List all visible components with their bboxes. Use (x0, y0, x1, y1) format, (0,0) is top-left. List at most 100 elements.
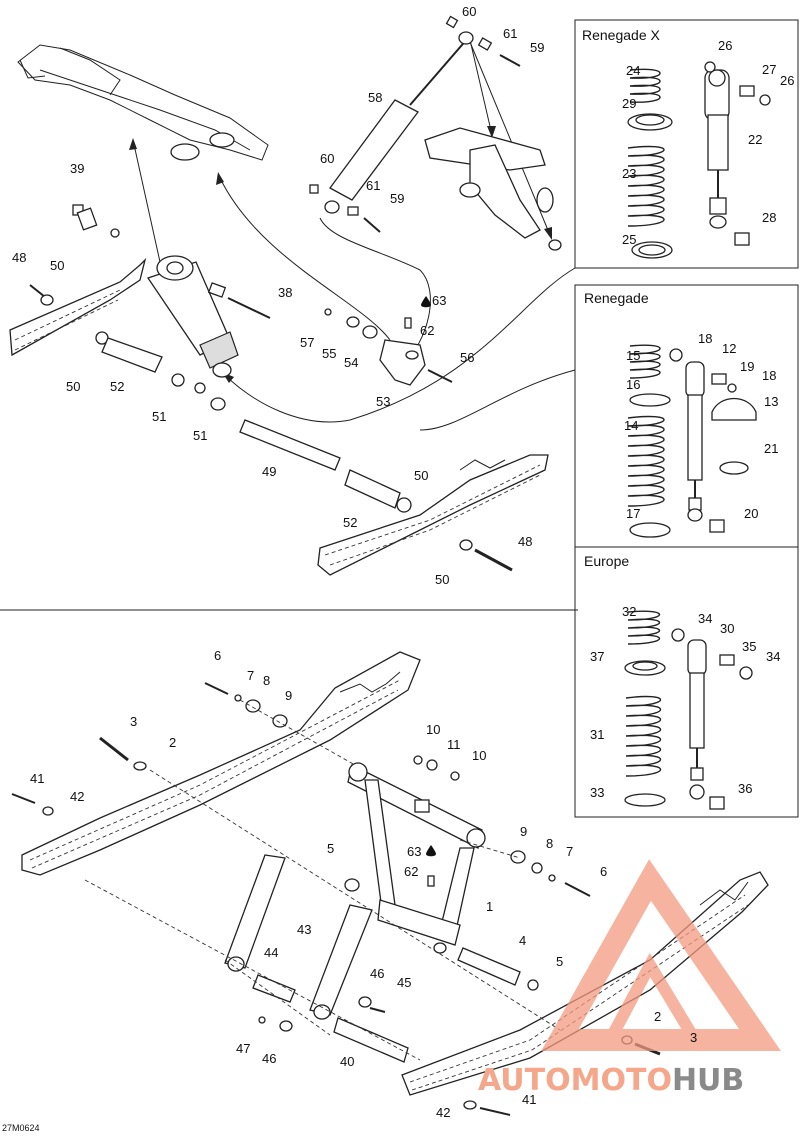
callout: 9 (285, 688, 292, 703)
callout: 61 (366, 178, 380, 193)
callout: 3 (690, 1030, 697, 1045)
callout: 16 (626, 377, 640, 392)
callout-labels: 60 61 59 58 60 61 59 39 48 50 38 63 62 5… (12, 4, 794, 1120)
callout: 6 (600, 864, 607, 879)
watermark-logo (541, 859, 781, 1051)
renegade-shock-parts (627, 344, 757, 538)
callout: 50 (414, 468, 428, 483)
callout: 22 (748, 132, 762, 147)
callout: 52 (110, 379, 124, 394)
bottom-hardware (11, 682, 661, 1116)
callout: 27 (762, 62, 776, 77)
callout: 4 (519, 933, 526, 948)
rail-right-bottom (401, 871, 769, 1096)
callout: 10 (426, 722, 440, 737)
frame-lines (0, 19, 799, 818)
grease-drop-icon (421, 296, 431, 308)
callout: 46 (370, 966, 384, 981)
damper-58 (309, 15, 521, 233)
callout: 32 (622, 604, 636, 619)
callout: 48 (518, 534, 532, 549)
callout: 19 (740, 359, 754, 374)
callout: 1 (486, 899, 493, 914)
callout: 38 (278, 285, 292, 300)
callout: 17 (626, 506, 640, 521)
callout: 20 (744, 506, 758, 521)
rear-shock-assembly (29, 204, 271, 378)
callout: 25 (622, 232, 636, 247)
callout: 50 (50, 258, 64, 273)
callout: 34 (698, 611, 712, 626)
callout: 34 (766, 649, 780, 664)
rail-right-top (317, 454, 549, 576)
callout: 58 (368, 90, 382, 105)
callout: 8 (546, 836, 553, 851)
callout: 46 (262, 1051, 276, 1066)
callout: 11 (447, 737, 461, 752)
panel-title-renegade: Renegade (584, 290, 649, 306)
callout: 6 (214, 648, 221, 663)
callout: 18 (762, 368, 776, 383)
callout: 60 (320, 151, 334, 166)
bottom-leader-lines (84, 699, 561, 1061)
callout: 42 (70, 789, 84, 804)
callout: 2 (654, 1009, 661, 1024)
panel-title-europe: Europe (584, 553, 629, 569)
axle-spacers (95, 331, 412, 513)
lower-linkages (224, 854, 409, 1063)
callout: 23 (622, 166, 636, 181)
callout: 24 (626, 63, 640, 78)
callout: 55 (322, 346, 336, 361)
callout: 61 (503, 26, 517, 41)
callout: 30 (720, 621, 734, 636)
callout: 26 (780, 73, 794, 88)
callout: 50 (66, 379, 80, 394)
callout: 26 (718, 38, 732, 53)
callout: 50 (435, 572, 449, 587)
callout: 59 (530, 40, 544, 55)
callout: 31 (590, 727, 604, 742)
callout: 52 (343, 515, 357, 530)
mount-bracket-53 (324, 308, 453, 386)
callout: 29 (622, 96, 636, 111)
callout: 33 (590, 785, 604, 800)
callout: 40 (340, 1054, 354, 1069)
callout: 5 (556, 954, 563, 969)
callout: 14 (624, 418, 638, 433)
callout: 7 (247, 668, 254, 683)
callout: 51 (193, 428, 207, 443)
callout: 43 (297, 922, 311, 937)
callout: 54 (344, 355, 358, 370)
panel-title-renegade-x: Renegade X (582, 27, 661, 43)
grease-drop-icon (426, 845, 436, 857)
callout: 51 (152, 409, 166, 424)
callout: 53 (376, 394, 390, 409)
callout: 59 (390, 191, 404, 206)
callout: 57 (300, 335, 314, 350)
callout: 35 (742, 639, 756, 654)
front-arm-assembly (347, 762, 486, 954)
callout: 45 (397, 975, 411, 990)
callout: 48 (12, 250, 26, 265)
callout: 60 (462, 4, 476, 19)
callout: 12 (722, 341, 736, 356)
callout: 9 (520, 824, 527, 839)
callout: 18 (698, 331, 712, 346)
europe-shock-parts (624, 610, 753, 810)
callout: 63 (407, 844, 421, 859)
callout: 47 (236, 1041, 250, 1056)
callout: 15 (626, 348, 640, 363)
callout: 13 (764, 394, 778, 409)
callout: 21 (764, 441, 778, 456)
callout: 28 (762, 210, 776, 225)
callout: 49 (262, 464, 276, 479)
callout: 42 (436, 1105, 450, 1120)
callout: 62 (420, 323, 434, 338)
callout: 3 (130, 714, 137, 729)
grease-drop-icons (421, 296, 436, 857)
callout: 41 (30, 771, 44, 786)
callout: 10 (472, 748, 486, 763)
callout: 44 (264, 945, 278, 960)
chassis-frame-drawing (17, 44, 269, 161)
